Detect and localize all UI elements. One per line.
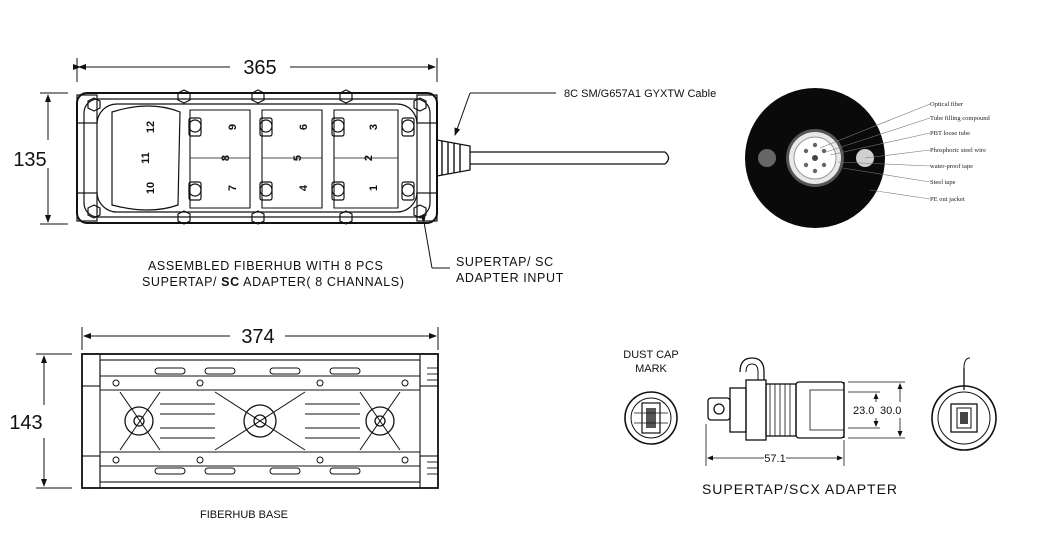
port-label: 8 bbox=[220, 155, 232, 161]
adapter-outer-dim: 30.0 bbox=[880, 405, 901, 417]
adapter-length-dim: 57.1 bbox=[764, 453, 785, 465]
fiberhub-base bbox=[36, 327, 439, 489]
port-label: 3 bbox=[368, 124, 380, 130]
cable-cross-section: Optical fiber Tube filling compound PBT … bbox=[745, 88, 990, 228]
port-label: 9 bbox=[227, 124, 239, 130]
adapter-inner-dim: 23.0 bbox=[853, 405, 874, 417]
cable-layer-label: Optical fiber bbox=[930, 101, 964, 108]
cable-layer-label: PBT loose tube bbox=[930, 130, 970, 137]
cable-layer-label: Phosphoric steel wire bbox=[930, 147, 986, 154]
port-label: 4 bbox=[298, 184, 310, 191]
hub-title-post: ADAPTER( 8 CHANNALS) bbox=[240, 275, 405, 289]
base-width-dimension: 374 bbox=[241, 326, 274, 348]
port-label: 12 bbox=[145, 121, 157, 133]
hub-height-dimension: 135 bbox=[13, 149, 46, 171]
cable-label: 8C SM/G657A1 GYXTW Cable bbox=[564, 88, 716, 100]
base-height-dimension: 143 bbox=[9, 412, 42, 434]
fiberhub-assembly bbox=[40, 58, 670, 269]
scx-adapter bbox=[624, 357, 997, 466]
cable-layer-label: Tube filling compound bbox=[930, 115, 990, 122]
port-number-labels: 12 9 6 3 11 8 5 2 10 7 4 1 bbox=[140, 121, 380, 194]
cable-layer-label: water-proof tape bbox=[930, 163, 973, 170]
dust-cap-label-line1: DUST CAP bbox=[623, 349, 678, 361]
port-label: 7 bbox=[227, 185, 239, 191]
port-label: 5 bbox=[292, 155, 304, 161]
port-label: 11 bbox=[140, 152, 152, 164]
hub-title-pre: SUPERTAP/ bbox=[142, 275, 221, 289]
hub-width-dimension: 365 bbox=[243, 57, 276, 79]
port-label: 1 bbox=[368, 185, 380, 191]
hub-title-line2: SUPERTAP/ SC ADAPTER( 8 CHANNALS) bbox=[142, 275, 404, 289]
port-label: 2 bbox=[363, 155, 375, 161]
base-caption: FIBERHUB BASE bbox=[200, 509, 288, 521]
port-label: 10 bbox=[145, 182, 157, 194]
adapter-caption: SUPERTAP/SCX ADAPTER bbox=[702, 481, 898, 497]
hub-title-line1: ASSEMBLED FIBERHUB WITH 8 PCS bbox=[148, 259, 384, 273]
hub-title-bold: SC bbox=[221, 275, 240, 289]
input-label-line2: ADAPTER INPUT bbox=[456, 271, 564, 285]
cable-layer-label: Steel tape bbox=[930, 179, 956, 186]
port-label: 6 bbox=[298, 124, 310, 130]
dust-cap-label-line2: MARK bbox=[635, 363, 667, 375]
cable-layer-label: PE out jacket bbox=[930, 196, 965, 203]
input-label-line1: SUPERTAP/ SC bbox=[456, 255, 554, 269]
